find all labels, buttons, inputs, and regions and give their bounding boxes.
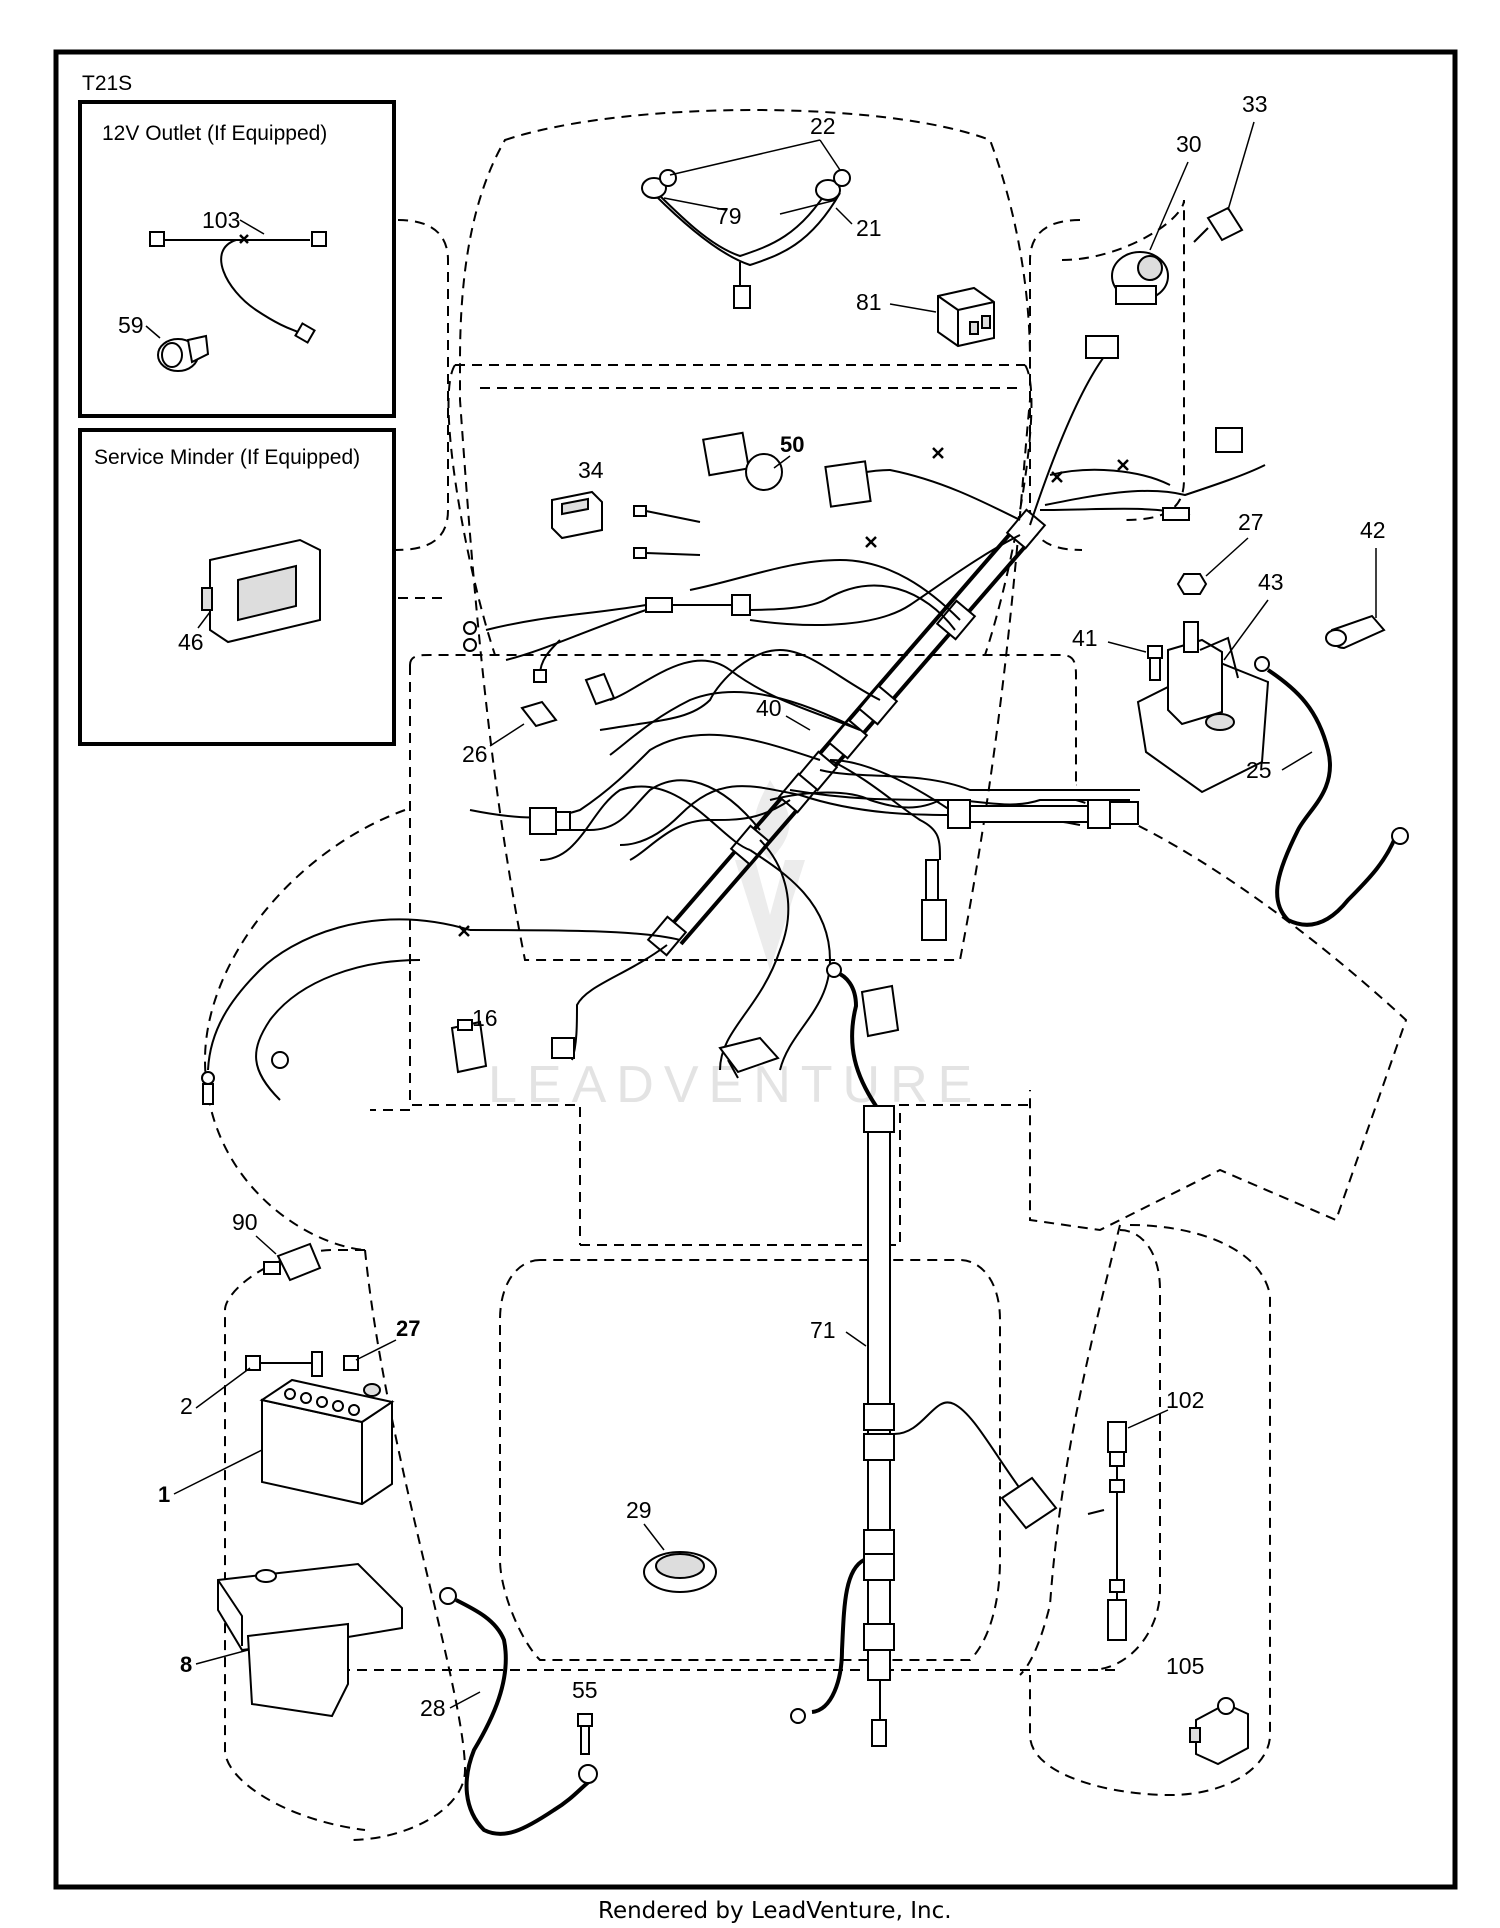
callout-27: 27 xyxy=(1238,509,1264,535)
outlet-inset: 12V Outlet (If Equipped) 103 59 xyxy=(78,100,396,418)
callout-21: 21 xyxy=(856,215,882,241)
pto-switch-50 xyxy=(702,431,783,491)
grommet-29 xyxy=(643,1551,717,1593)
ignition-key-33 xyxy=(1193,206,1244,243)
wire-harness-40 xyxy=(201,335,1266,1105)
tractor-outline xyxy=(203,109,1408,1841)
cable-28 xyxy=(439,1587,598,1836)
callout-28: 28 xyxy=(420,1695,446,1721)
callout-34: 34 xyxy=(578,457,604,483)
battery-box-8 xyxy=(217,1562,403,1718)
callout-46: 46 xyxy=(178,629,204,655)
relay-81 xyxy=(937,286,995,348)
nut-27 xyxy=(1176,573,1208,595)
sensor-105 xyxy=(1189,1697,1249,1766)
callout-8: 8 xyxy=(180,1652,192,1677)
terminal-boot-42 xyxy=(1325,614,1386,650)
callout-90: 90 xyxy=(232,1209,258,1235)
connector-top xyxy=(1085,335,1119,359)
callout-59: 59 xyxy=(118,312,144,338)
harness-71 xyxy=(790,962,1058,1747)
diagram-frame xyxy=(53,49,1458,1890)
service-minder-46 xyxy=(201,538,321,644)
outlet-socket-59 xyxy=(157,334,210,372)
callout-43: 43 xyxy=(1258,569,1284,595)
diagram-id: T21S xyxy=(82,72,132,95)
callout-55: 55 xyxy=(572,1677,598,1703)
service-minder-box xyxy=(78,428,396,746)
callout-22: 22 xyxy=(810,113,836,139)
starter-solenoid-43 xyxy=(1136,621,1270,794)
outlet-harness-103 xyxy=(149,231,327,344)
callout-105: 105 xyxy=(1166,1653,1204,1679)
headlight-harness-21 xyxy=(641,139,851,309)
callout-71: 71 xyxy=(810,1317,836,1343)
ignition-switch-30 xyxy=(1111,251,1169,305)
callout-2: 2 xyxy=(180,1393,193,1419)
callout-40: 40 xyxy=(756,695,782,721)
callout-29: 29 xyxy=(626,1497,652,1523)
callout-1: 1 xyxy=(158,1482,170,1507)
switch-34 xyxy=(551,490,603,540)
cable-25 xyxy=(1254,656,1409,927)
service-minder-title: Service Minder (If Equipped) xyxy=(94,446,360,469)
battery-1 xyxy=(259,1378,395,1506)
callout-30: 30 xyxy=(1176,131,1202,157)
fuse-26 xyxy=(520,700,558,728)
callout-81: 81 xyxy=(856,289,882,315)
callout-41: 41 xyxy=(1072,625,1098,651)
callout-26: 26 xyxy=(462,741,488,767)
screw-55 xyxy=(577,1713,593,1755)
bolt-2 xyxy=(245,1351,359,1377)
outlet-inset-box xyxy=(78,100,396,418)
callout-79: 79 xyxy=(716,203,742,229)
footer-credit: Rendered by LeadVenture, Inc. xyxy=(598,1898,952,1924)
callout-50: 50 xyxy=(780,432,804,457)
callout-42: 42 xyxy=(1360,517,1386,543)
harness-102 xyxy=(1087,1421,1127,1641)
service-minder-inset: Service Minder (If Equipped) 46 xyxy=(78,428,396,746)
callout-102: 102 xyxy=(1166,1387,1204,1413)
callout-25: 25 xyxy=(1246,757,1272,783)
outlet-inset-title: 12V Outlet (If Equipped) xyxy=(102,122,327,145)
screw-41 xyxy=(1147,645,1163,681)
callout-33: 33 xyxy=(1242,91,1268,117)
part-90 xyxy=(263,1242,322,1282)
callout-103: 103 xyxy=(202,207,240,233)
callout-16: 16 xyxy=(472,1005,498,1031)
callout-27b: 27 xyxy=(396,1316,420,1341)
